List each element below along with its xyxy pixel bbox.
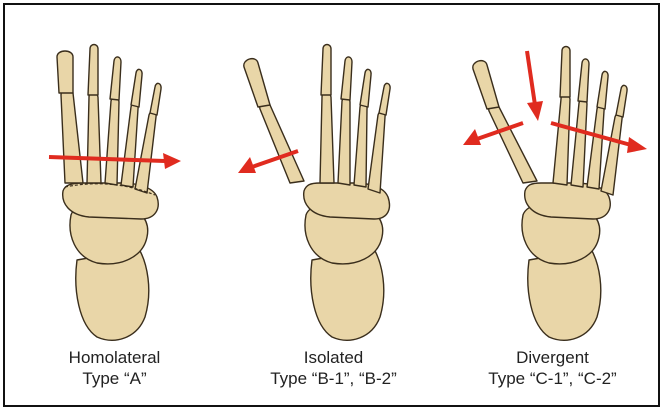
phalanx-2 (321, 45, 331, 96)
metatarsal-4 (121, 103, 138, 187)
phalanx-4 (597, 71, 608, 109)
metatarsal-2 (87, 93, 101, 184)
injury-type-label: Type “A” (5, 368, 224, 389)
panel-isolated: Isolated Type “B-1”, “B-2” (224, 5, 443, 409)
caption-isolated: Isolated Type “B-1”, “B-2” (224, 347, 443, 389)
metatarsal-2 (553, 95, 570, 186)
injury-pattern-name: Homolateral (5, 347, 224, 368)
metatarsal-5 (601, 113, 622, 195)
phalanx-4 (360, 69, 371, 107)
metatarsal-1 (489, 104, 537, 183)
figure-frame: Homolateral Type “A” (3, 3, 660, 407)
metatarsal-4 (354, 103, 367, 187)
phalanx-2 (560, 47, 570, 98)
phalanx-5 (379, 83, 390, 115)
phalanx-1 (57, 51, 73, 93)
phalanx-1 (244, 59, 270, 107)
metatarsal-3 (338, 97, 350, 185)
injury-type-label: Type “C-1”, “C-2” (443, 368, 662, 389)
panel-homolateral: Homolateral Type “A” (5, 5, 224, 409)
injury-pattern-name: Isolated (224, 347, 443, 368)
metatarsal-5 (135, 111, 156, 193)
caption-homolateral: Homolateral Type “A” (5, 347, 224, 389)
metatarsal-4 (587, 105, 604, 189)
phalanx-1 (473, 61, 499, 109)
phalanx-3 (110, 57, 121, 100)
panel-divergent: Divergent Type “C-1”, “C-2” (443, 5, 662, 409)
injury-type-label: Type “B-1”, “B-2” (224, 368, 443, 389)
phalanx-3 (341, 57, 352, 100)
metatarsal-2 (320, 93, 334, 184)
caption-divergent: Divergent Type “C-1”, “C-2” (443, 347, 662, 389)
phalanx-3 (578, 59, 589, 102)
phalanx-2 (88, 45, 98, 96)
phalanx-5 (616, 85, 627, 117)
phalanx-5 (150, 83, 161, 115)
phalanx-4 (131, 69, 142, 107)
injury-pattern-name: Divergent (443, 347, 662, 368)
metatarsal-1 (260, 102, 304, 183)
split-arrow-vertical (527, 51, 543, 121)
metatarsal-3 (571, 99, 587, 187)
metatarsal-1 (61, 89, 83, 183)
metatarsal-3 (105, 97, 119, 185)
metatarsal-5 (368, 111, 385, 193)
